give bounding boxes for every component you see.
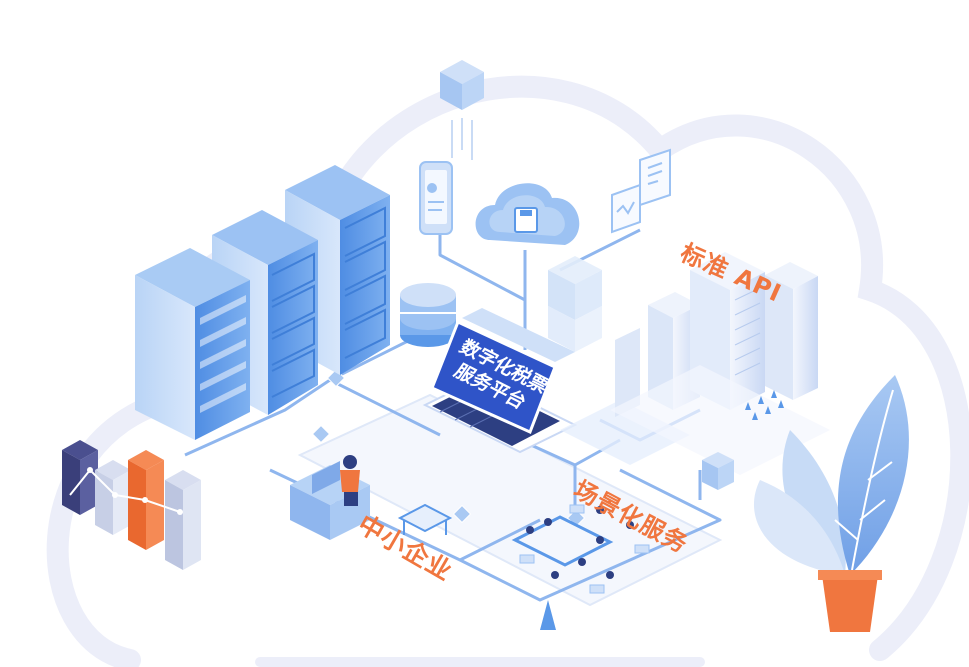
- bar-chart-illustration: [62, 440, 201, 570]
- floating-cube-right: [702, 452, 734, 490]
- cloud-storage-icon: [475, 183, 580, 245]
- junction-nodes: [311, 368, 586, 528]
- stacked-blocks: [548, 256, 602, 352]
- meeting-table-small: [397, 503, 453, 535]
- database-icon: [400, 283, 456, 347]
- floating-cube: [440, 60, 484, 160]
- document-icons: [611, 148, 671, 234]
- cloud-outline: [46, 75, 969, 667]
- phone-icon: [419, 161, 453, 235]
- sme-workstation: [290, 455, 370, 540]
- floor-platform: [297, 393, 723, 607]
- scenario-office: [511, 504, 650, 630]
- laptop-icon: [422, 308, 578, 454]
- plant-icon: [753, 375, 909, 632]
- server-rack-1: [135, 248, 250, 440]
- city-buildings: [610, 252, 830, 475]
- glass-panel: [560, 400, 690, 465]
